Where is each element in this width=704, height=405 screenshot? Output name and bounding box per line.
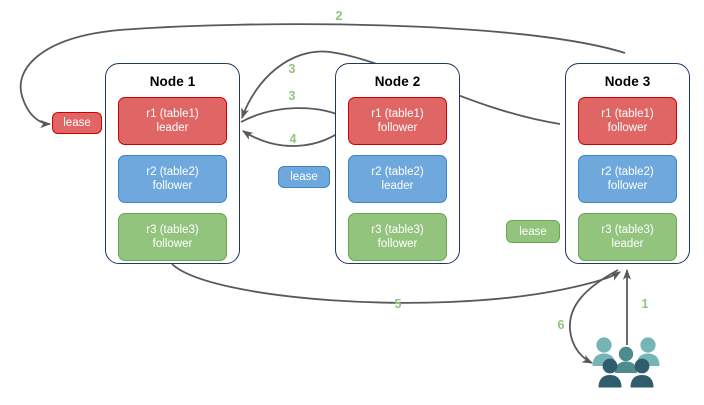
node-2-replica-r2[interactable]: r2 (table2) leader [348, 155, 447, 203]
node-1-title: Node 1 [149, 74, 196, 89]
node-box-3[interactable]: Node 3 r1 (table1) follower r2 (table2) … [565, 63, 690, 264]
node-box-1[interactable]: Node 1 r1 (table1) leader r2 (table2) fo… [105, 63, 240, 264]
node-3-replica-r2-name: r2 (table2) [601, 166, 654, 178]
node-box-2[interactable]: Node 2 r1 (table1) follower r2 (table2) … [335, 63, 460, 264]
lease-badge-red[interactable]: lease [52, 112, 102, 134]
node-3-replica-r3-name: r3 (table3) [601, 224, 654, 236]
arrow-step-3-short [240, 107, 349, 123]
step-label-1: 1 [641, 297, 649, 311]
node-2-replica-r3-role: follower [377, 238, 418, 250]
step-label-5: 5 [394, 297, 402, 311]
node-3-replica-r1-name: r1 (table1) [601, 108, 654, 120]
node-3-replica-r2-role: follower [607, 180, 648, 192]
node-1-replica-r3[interactable]: r3 (table3) follower [118, 213, 227, 261]
node-2-replica-r1-name: r1 (table1) [371, 108, 424, 120]
node-1-replica-r2-name: r2 (table2) [146, 166, 199, 178]
lease-badge-blue[interactable]: lease [278, 166, 330, 188]
node-2-replica-r1-role: follower [377, 122, 418, 134]
node-1-replica-r3-name: r3 (table3) [146, 224, 199, 236]
node-1-replica-r3-role: follower [152, 238, 193, 250]
node-1-replica-r1-name: r1 (table1) [146, 108, 199, 120]
node-2-replica-r1[interactable]: r1 (table1) follower [348, 97, 447, 145]
node-3-replica-r1[interactable]: r1 (table1) follower [578, 97, 677, 145]
node-3-title: Node 3 [604, 74, 651, 89]
lease-badge-green[interactable]: lease [506, 220, 560, 243]
node-2-replica-r2-name: r2 (table2) [371, 166, 424, 178]
step-label-6: 6 [557, 318, 565, 332]
node-3-replica-r2[interactable]: r2 (table2) follower [578, 155, 677, 203]
node-3-replica-r3-role: leader [611, 238, 644, 250]
node-1-replica-r1-role: leader [156, 122, 189, 134]
step-label-2: 2 [335, 9, 343, 23]
node-2-title: Node 2 [374, 74, 421, 89]
node-2-replica-r3[interactable]: r3 (table3) follower [348, 213, 447, 261]
node-1-replica-r2-role: follower [152, 180, 193, 192]
clients-group-icon [592, 337, 660, 388]
node-2-replica-r2-role: leader [381, 180, 414, 192]
node-1-replica-r1[interactable]: r1 (table1) leader [118, 97, 227, 145]
step-label-3a: 3 [288, 62, 296, 76]
node-1-replica-r2[interactable]: r2 (table2) follower [118, 155, 227, 203]
step-label-3b: 3 [288, 89, 296, 103]
step-label-4: 4 [289, 132, 297, 146]
node-2-replica-r3-name: r3 (table3) [371, 224, 424, 236]
node-3-replica-r3[interactable]: r3 (table3) leader [578, 213, 677, 261]
node-3-replica-r1-role: follower [607, 122, 648, 134]
